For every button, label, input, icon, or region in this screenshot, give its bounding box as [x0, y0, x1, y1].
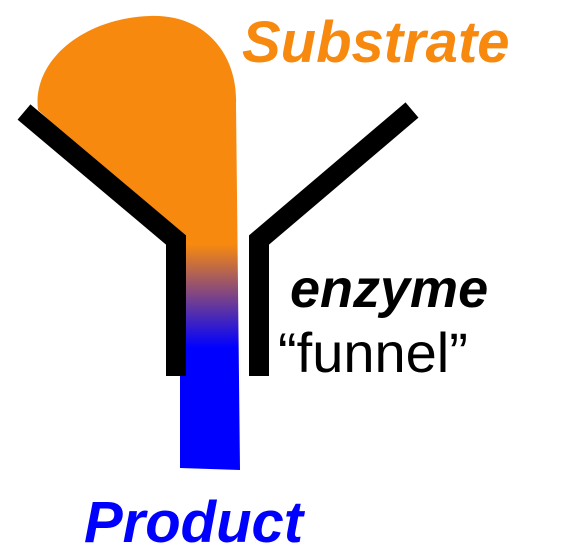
funnel-label: “funnel”	[278, 321, 468, 384]
substrate-to-product-flow	[37, 15, 241, 470]
enzyme-left-arm	[17, 104, 186, 376]
substrate-label: Substrate	[242, 10, 510, 75]
enzyme-label: enzyme	[290, 259, 489, 319]
enzyme-right-arm	[249, 102, 419, 376]
product-label: Product	[84, 490, 304, 550]
